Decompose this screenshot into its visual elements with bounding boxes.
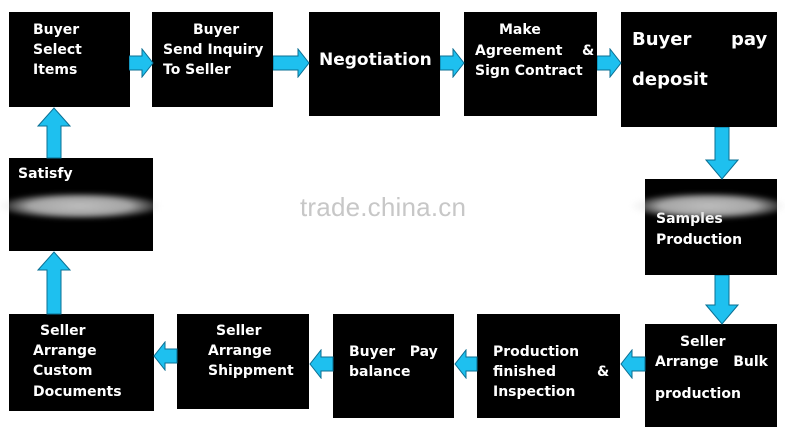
step-negotiation: Negotiation [309,12,440,116]
step-text: Arrange [208,343,272,359]
step-text: production [655,386,741,402]
step-text: Select [33,42,82,58]
right-arrow-icon [129,48,154,78]
step-text: Sign Contract [475,63,583,79]
left-arrow-icon [454,349,478,379]
right-arrow-icon [273,48,310,78]
step-text: Inspection [493,384,576,400]
left-arrow-icon [153,341,178,371]
right-arrow-icon [597,48,622,78]
step-custom-documents: Seller Arrange Custom Documents [9,314,154,411]
step-arrange-shipment: Seller Arrange Shippment [177,314,309,409]
step-text: Seller [40,323,86,339]
down-arrow-icon [705,275,739,325]
step-send-inquiry: Buyer Send Inquiry To Seller [152,12,273,107]
step-text: Production [656,232,743,248]
right-arrow-icon [440,48,465,78]
step-text: Items [33,62,78,78]
step-text: balance [349,364,411,380]
step-text: finished [493,364,556,380]
step-text: Arrange [33,343,97,359]
step-agreement-contract: Make Agreement & Sign Contract [464,12,597,116]
down-arrow-icon [705,127,739,180]
step-text: pay [731,29,768,50]
step-buyer-select-items: Buyer Select Items [9,12,130,107]
step-text: deposit [632,69,708,90]
step-text: Agreement & [475,43,595,59]
step-text: To Seller [163,62,231,78]
step-text: Buyer Pay [349,344,438,360]
up-arrow-icon [37,107,71,159]
up-arrow-icon [37,251,71,315]
watermark-blur-right [632,193,785,219]
step-text: Negotiation [319,50,432,70]
step-text: Satisfy [18,166,73,182]
step-text: Make [499,22,541,38]
step-buyer-pay-deposit: Buyer pay deposit [621,12,777,127]
step-text: Seller [680,334,726,350]
step-text: & [597,364,610,380]
step-text: Buyer [33,22,80,38]
step-pay-balance: Buyer Pay balance [333,314,454,418]
step-arrange-bulk-production: Seller Arrange Bulk production [645,324,777,427]
watermark-blur-left [0,193,160,219]
step-text: Arrange Bulk [655,354,768,370]
step-text: Buyer [632,29,692,50]
step-text: Production [493,344,580,360]
step-text: Seller [216,323,262,339]
left-arrow-icon [309,349,334,379]
step-text: Documents [33,384,122,400]
step-text: Shippment [208,363,294,379]
step-text: Buyer [193,22,240,38]
step-text: Custom [33,363,93,379]
watermark-text: trade.china.cn [300,192,467,222]
left-arrow-icon [620,349,646,379]
step-production-inspection: Production finished & Inspection [477,314,620,418]
step-text: Send Inquiry [163,42,264,58]
